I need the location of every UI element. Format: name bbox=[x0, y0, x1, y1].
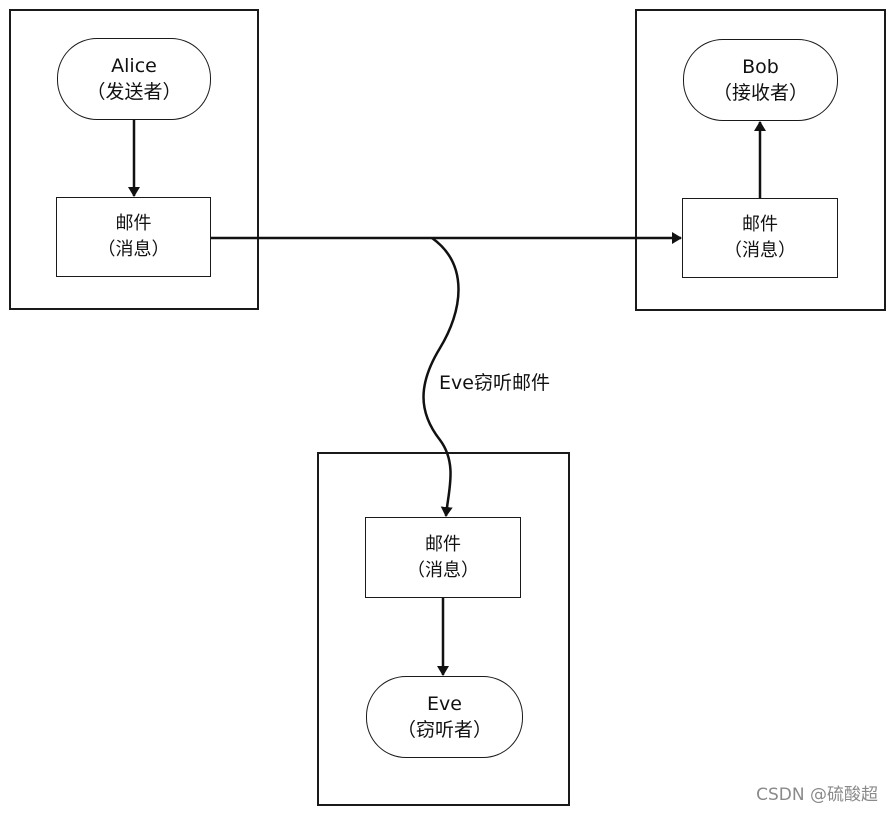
watermark: CSDN @硫酸超 bbox=[756, 785, 878, 805]
bob-node: Bob （接收者） bbox=[683, 39, 838, 121]
alice-message-box: 邮件 （消息） bbox=[56, 197, 211, 277]
bob-name: Bob bbox=[742, 56, 779, 78]
alice-message-title: 邮件 bbox=[115, 213, 152, 234]
eve-message-box: 邮件 （消息） bbox=[365, 517, 521, 598]
bob-message-subtitle: （消息） bbox=[724, 240, 796, 261]
eavesdrop-label: Eve窃听邮件 bbox=[439, 372, 550, 394]
eve-name: Eve bbox=[427, 693, 462, 715]
alice-name: Alice bbox=[111, 55, 157, 77]
bob-message-title: 邮件 bbox=[742, 214, 778, 235]
alice-node: Alice （发送者） bbox=[57, 38, 211, 120]
eve-message-title: 邮件 bbox=[425, 533, 461, 555]
alice-message-subtitle: （消息） bbox=[97, 239, 170, 260]
eve-role: （窃听者） bbox=[396, 719, 492, 741]
eve-message-subtitle: （消息） bbox=[407, 559, 479, 581]
alice-role: （发送者） bbox=[86, 81, 182, 103]
bob-message-box: 邮件 （消息） bbox=[682, 198, 838, 278]
eve-node: Eve （窃听者） bbox=[366, 676, 523, 758]
bob-role: （接收者） bbox=[712, 82, 808, 104]
